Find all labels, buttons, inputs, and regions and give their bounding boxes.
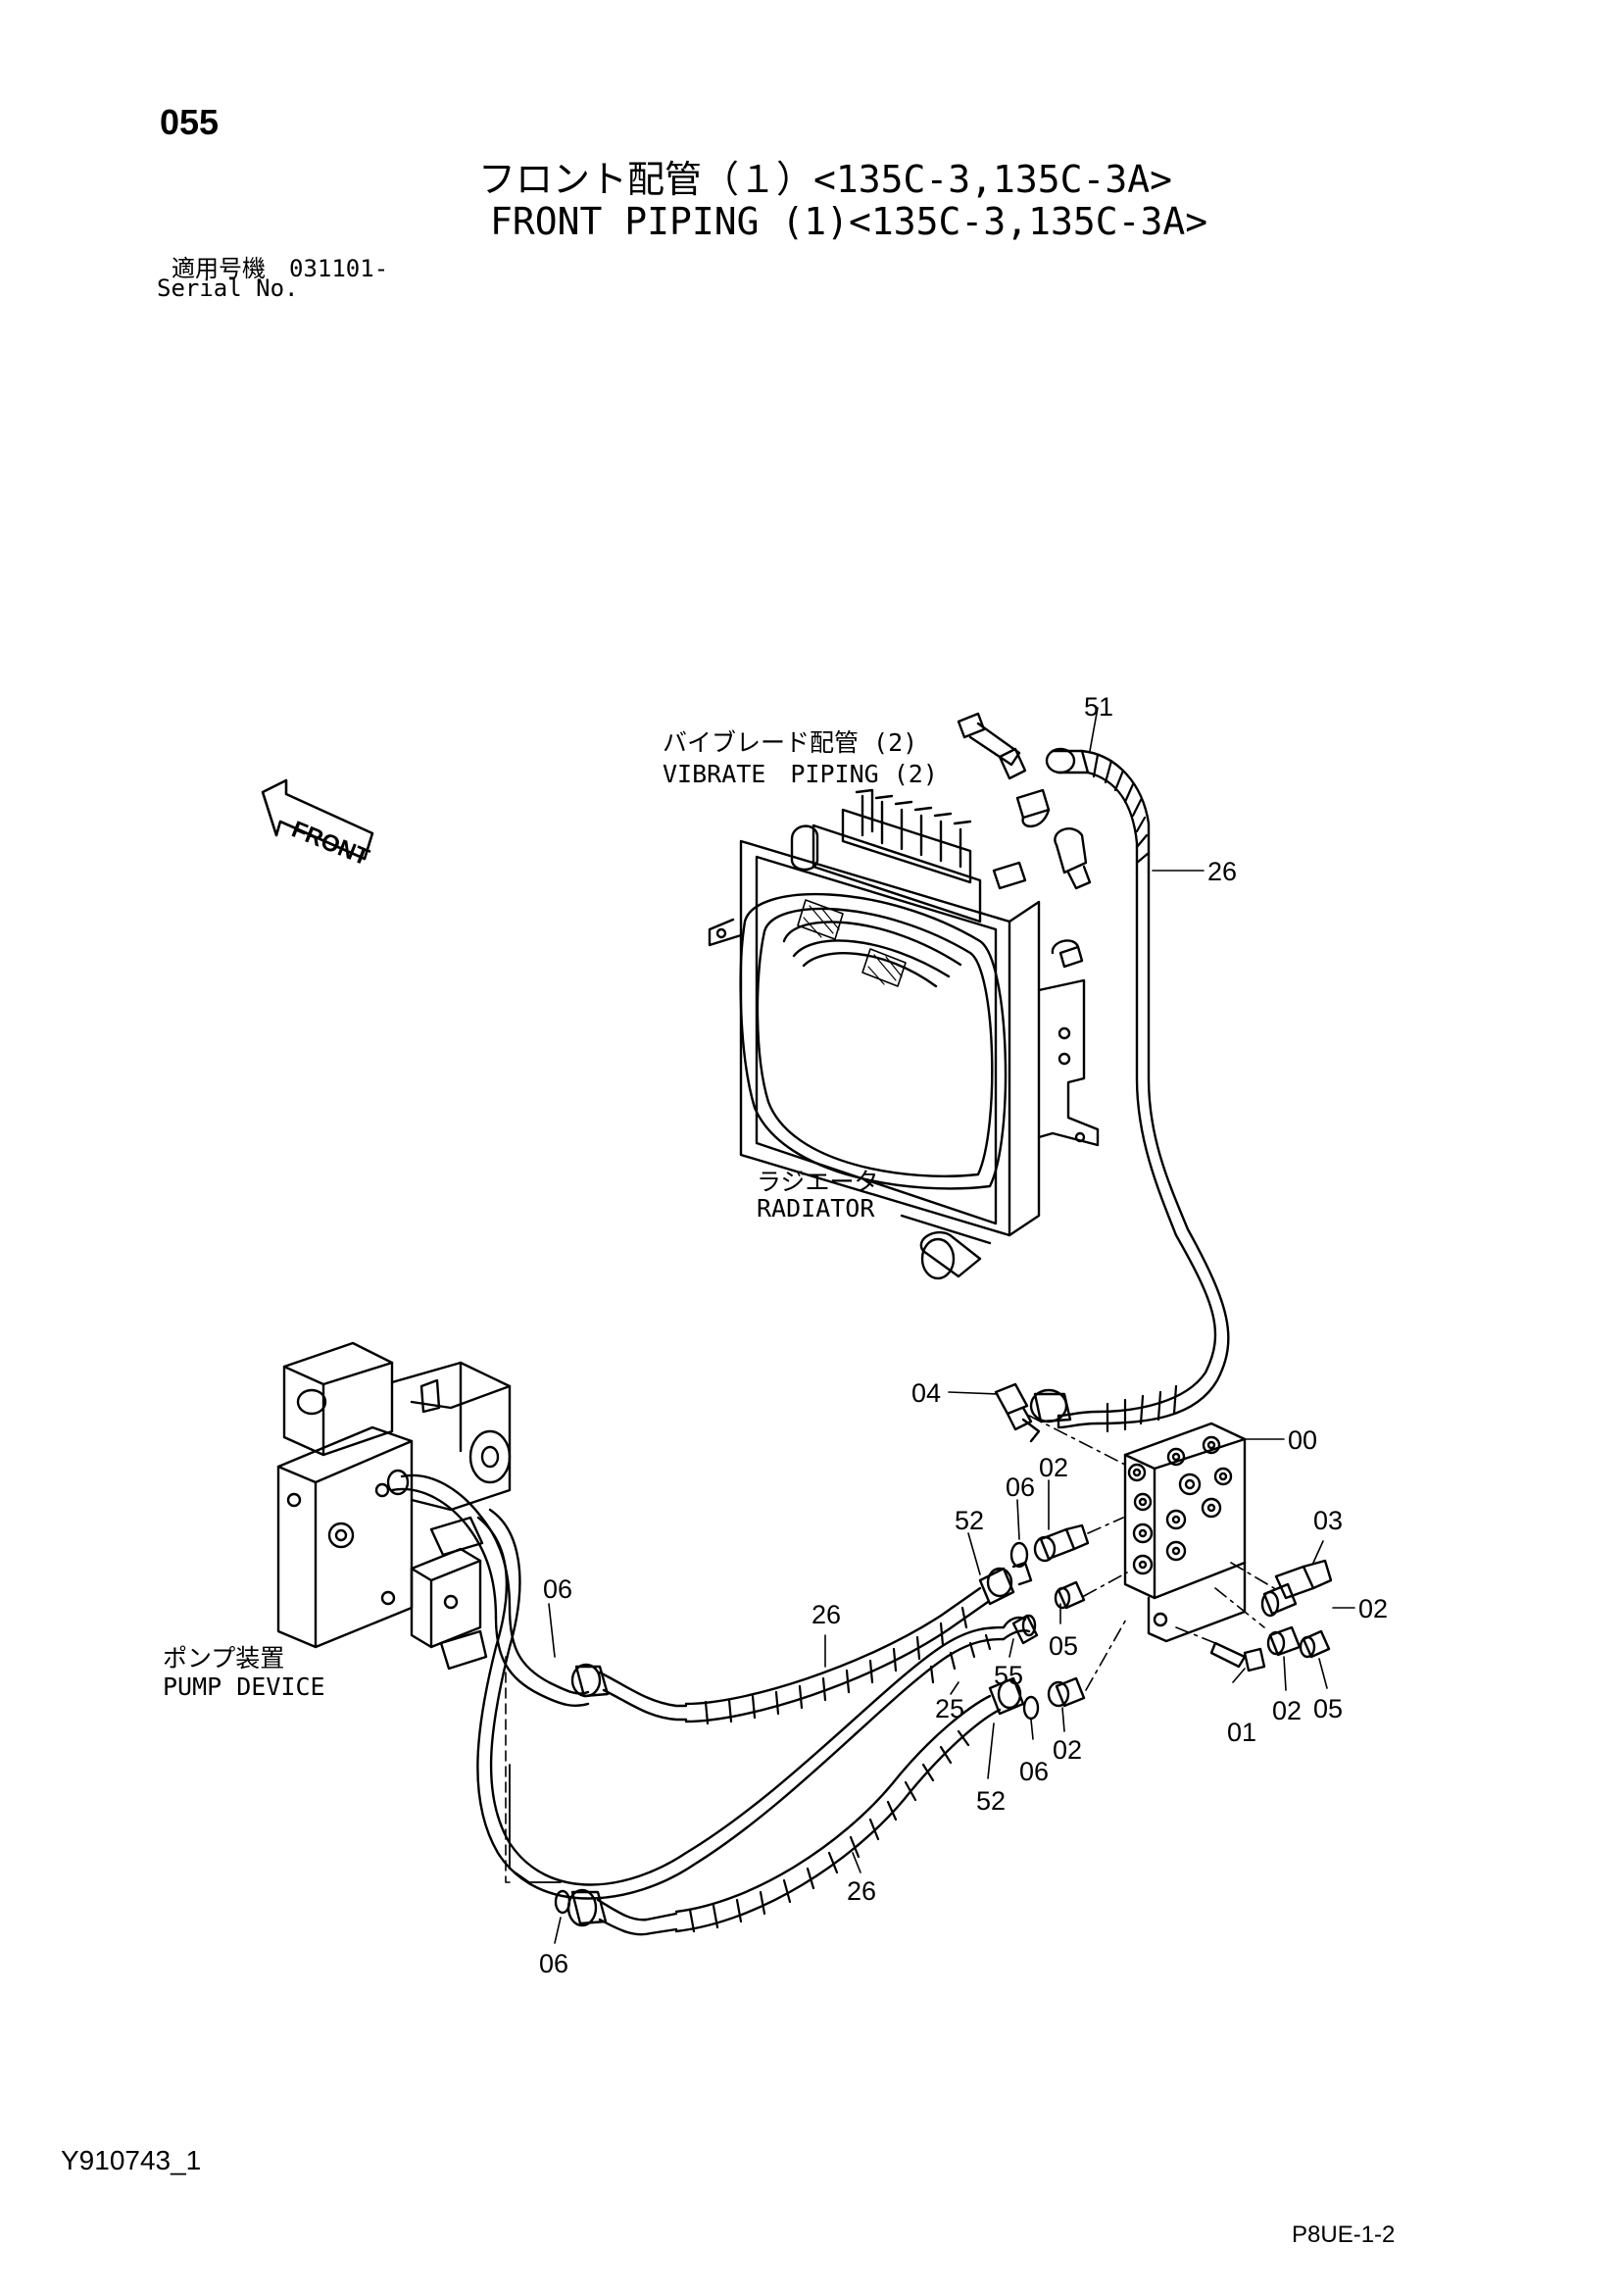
callout-01: 01 bbox=[1227, 1718, 1257, 1747]
callout-26-top: 26 bbox=[1207, 857, 1238, 886]
hose-lower-end-04 bbox=[994, 1382, 1178, 1443]
callout-02-c: 02 bbox=[1272, 1696, 1303, 1725]
callout-02-d: 02 bbox=[1053, 1735, 1083, 1765]
callout-leaders bbox=[548, 707, 1355, 1944]
pump-device bbox=[276, 1341, 512, 1671]
radiator-label-japanese: ラジエータ bbox=[757, 1168, 879, 1196]
callout-06-c: 06 bbox=[1019, 1757, 1050, 1786]
callout-04: 04 bbox=[911, 1378, 942, 1408]
callout-52-b: 52 bbox=[976, 1786, 1007, 1816]
page-number: 055 bbox=[160, 102, 220, 142]
callout-26-bottom: 26 bbox=[847, 1876, 877, 1906]
callout-05-b: 05 bbox=[1313, 1694, 1344, 1723]
pump-device-label-japanese: ポンプ装置 bbox=[163, 1644, 285, 1672]
sheet-code: P8UE-1-2 bbox=[1292, 2221, 1396, 2248]
serial-number-label-japanese: 適用号機 031101- bbox=[172, 255, 389, 282]
callout-02-a: 02 bbox=[1039, 1453, 1069, 1482]
callout-06-b: 06 bbox=[543, 1574, 573, 1604]
callout-25: 25 bbox=[935, 1694, 965, 1723]
hose-55-25 bbox=[929, 1614, 1039, 1684]
serial-number-label-english: Serial No. bbox=[157, 275, 299, 302]
vibrate-fittings bbox=[957, 712, 1092, 890]
vibrate-piping-label-english: VIBRATE PIPING (2) bbox=[663, 760, 938, 788]
hose-52-26-bottom bbox=[554, 1676, 1025, 1936]
manifold-block bbox=[1123, 1422, 1247, 1643]
callout-06-a: 06 bbox=[1006, 1472, 1036, 1502]
callout-05-a: 05 bbox=[1049, 1631, 1079, 1661]
hose-52-26-middle bbox=[570, 1561, 1033, 1725]
pump-device-label-english: PUMP DEVICE bbox=[163, 1672, 325, 1701]
callout-51: 51 bbox=[1084, 692, 1114, 722]
callout-55: 55 bbox=[994, 1661, 1024, 1690]
manifold-fittings bbox=[1009, 1415, 1333, 1721]
vibrate-piping-label-japanese: バイブレード配管 (2) bbox=[663, 728, 918, 757]
callout-06-d: 06 bbox=[539, 1949, 569, 1978]
front-arrow-label: FRONT bbox=[288, 817, 373, 872]
radiator-assembly bbox=[708, 788, 1100, 1280]
document-code: Y910743_1 bbox=[61, 2145, 202, 2175]
callout-02-b: 02 bbox=[1358, 1594, 1389, 1623]
radiator-label-english: RADIATOR bbox=[757, 1194, 875, 1223]
callout-26-middle: 26 bbox=[812, 1600, 842, 1629]
hose-51-26-upper bbox=[1045, 747, 1230, 1425]
callout-52-a: 52 bbox=[955, 1506, 985, 1535]
steel-pipes bbox=[476, 1508, 1006, 1900]
callout-03: 03 bbox=[1313, 1506, 1344, 1535]
title-english: FRONT PIPING (1)<135C-3,135C-3A> bbox=[490, 200, 1208, 243]
title-japanese: フロント配管（１）<135C-3,135C-3A> bbox=[478, 158, 1173, 201]
front-direction-arrow: FRONT bbox=[261, 778, 374, 872]
callout-00: 00 bbox=[1288, 1425, 1318, 1455]
